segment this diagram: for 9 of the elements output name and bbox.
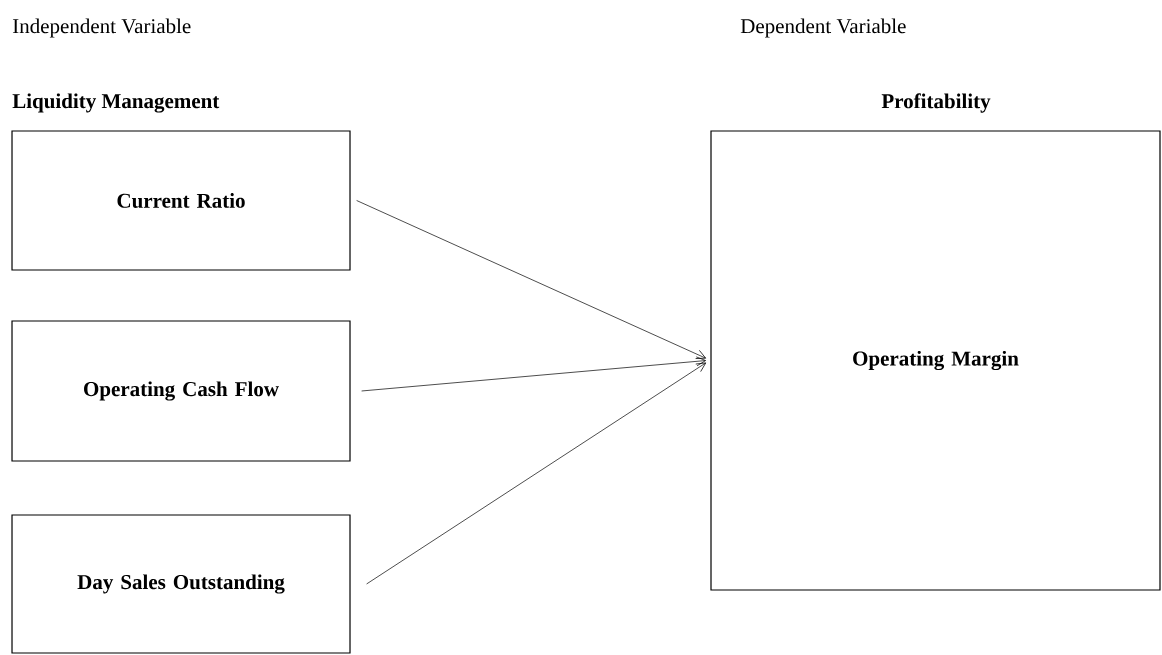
- variable-box: Day Sales Outstanding: [11, 514, 351, 654]
- axis-heading: Independent Variable: [12, 18, 191, 38]
- variable-box: Operating Margin: [710, 130, 1161, 591]
- arrow: [366, 362, 707, 585]
- arrow: [356, 200, 707, 359]
- axis-heading: Dependent Variable: [740, 18, 906, 38]
- arrow: [361, 356, 706, 392]
- variable-box: Operating Cash Flow: [11, 320, 351, 462]
- variable-box: Current Ratio: [11, 130, 351, 271]
